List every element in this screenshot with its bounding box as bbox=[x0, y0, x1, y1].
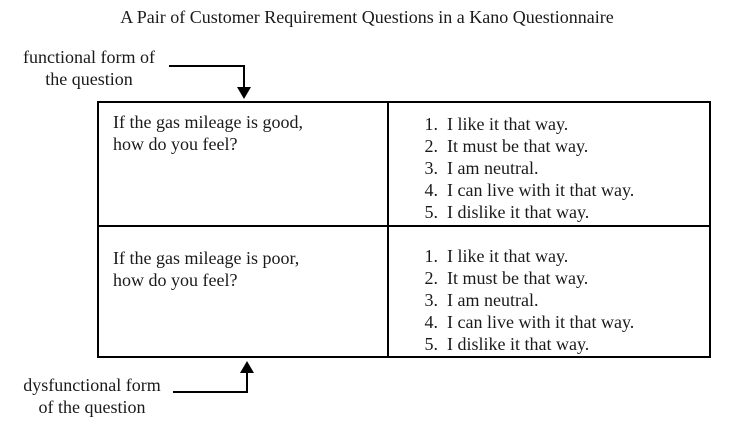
option-item: 3. I am neutral. bbox=[423, 289, 709, 311]
option-text: I can live with it that way. bbox=[447, 180, 635, 200]
question-line: If the gas mileage is poor, bbox=[113, 248, 300, 268]
dysfunctional-question-cell: If the gas mileage is poor, how do you f… bbox=[99, 227, 389, 356]
option-item: 5. I dislike it that way. bbox=[423, 333, 709, 355]
dysfunctional-form-label: dysfunctional form of the question bbox=[8, 374, 176, 418]
functional-form-label: functional form of the question bbox=[8, 46, 170, 90]
question-line: If the gas mileage is good, bbox=[113, 112, 303, 132]
table-row-functional: If the gas mileage is good, how do you f… bbox=[99, 103, 709, 227]
option-number: 1. bbox=[424, 246, 439, 266]
option-item: 2. It must be that way. bbox=[423, 135, 709, 157]
option-item: 5. I dislike it that way. bbox=[423, 201, 709, 223]
functional-question-cell: If the gas mileage is good, how do you f… bbox=[99, 103, 389, 225]
option-text: It must be that way. bbox=[447, 268, 589, 288]
functional-form-label-line2: the question bbox=[45, 69, 133, 89]
option-item: 4. I can live with it that way. bbox=[423, 179, 709, 201]
option-text: I am neutral. bbox=[447, 290, 539, 310]
functional-form-arrow bbox=[169, 65, 251, 99]
table-row-dysfunctional: If the gas mileage is poor, how do you f… bbox=[99, 227, 709, 356]
option-text: I like it that way. bbox=[447, 114, 569, 134]
option-text: I dislike it that way. bbox=[447, 202, 590, 222]
option-text: I am neutral. bbox=[447, 158, 539, 178]
functional-options-cell: 1. I like it that way. 2. It must be tha… bbox=[389, 103, 709, 225]
option-item: 1. I like it that way. bbox=[423, 113, 709, 135]
option-number: 1. bbox=[424, 114, 439, 134]
option-item: 1. I like it that way. bbox=[423, 245, 709, 267]
dysfunctional-options-cell: 1. I like it that way. 2. It must be tha… bbox=[389, 227, 709, 356]
question-line: how do you feel? bbox=[113, 270, 238, 290]
question-line: how do you feel? bbox=[113, 134, 238, 154]
option-text: It must be that way. bbox=[447, 136, 589, 156]
functional-form-label-line1: functional form of bbox=[23, 47, 155, 67]
option-text: I can live with it that way. bbox=[447, 312, 635, 332]
option-item: 3. I am neutral. bbox=[423, 157, 709, 179]
option-number: 3. bbox=[424, 158, 439, 178]
option-number: 4. bbox=[424, 312, 439, 332]
option-number: 4. bbox=[424, 180, 439, 200]
option-text: I like it that way. bbox=[447, 246, 569, 266]
option-number: 2. bbox=[424, 268, 439, 288]
questionnaire-table: If the gas mileage is good, how do you f… bbox=[97, 101, 711, 358]
option-item: 4. I can live with it that way. bbox=[423, 311, 709, 333]
dysfunctional-form-arrow bbox=[173, 361, 254, 393]
dysfunctional-form-label-line2: of the question bbox=[38, 397, 146, 417]
option-number: 3. bbox=[424, 290, 439, 310]
figure-title: A Pair of Customer Requirement Questions… bbox=[120, 7, 614, 27]
option-number: 5. bbox=[424, 334, 439, 354]
option-number: 2. bbox=[424, 136, 439, 156]
dysfunctional-form-label-line1: dysfunctional form bbox=[23, 375, 161, 395]
option-item: 2. It must be that way. bbox=[423, 267, 709, 289]
option-number: 5. bbox=[424, 202, 439, 222]
option-text: I dislike it that way. bbox=[447, 334, 590, 354]
